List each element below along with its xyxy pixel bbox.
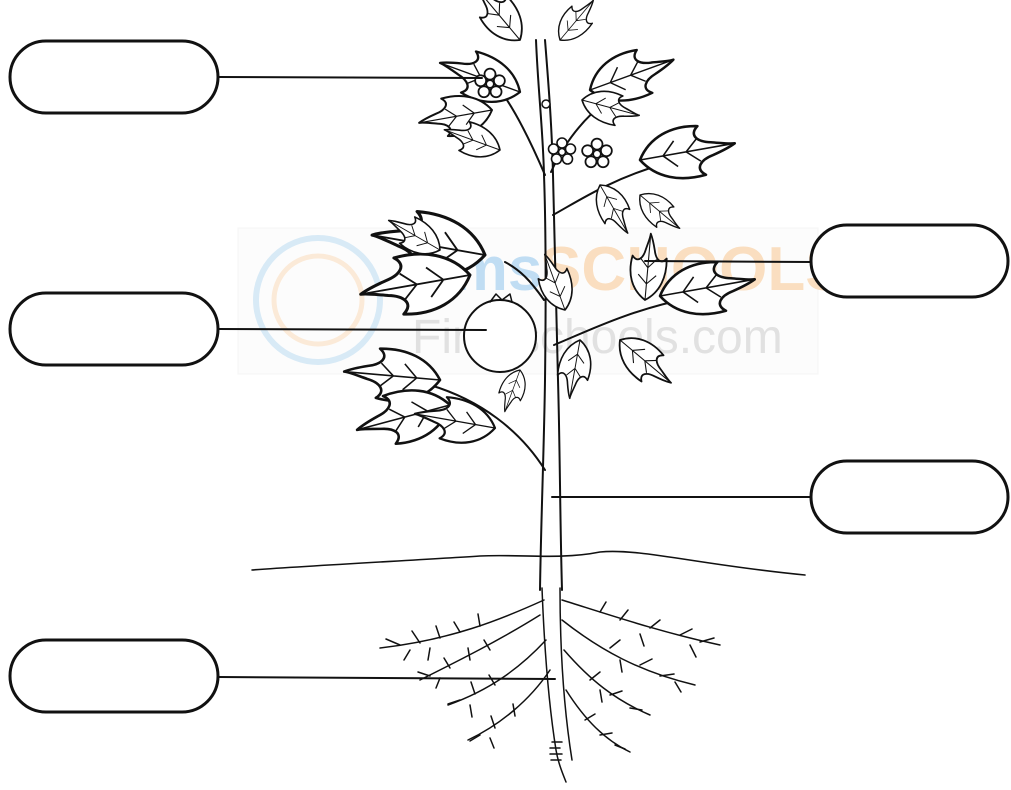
watermark: Ams SCHOOLS Fimsschools.com [238,228,847,374]
label-flower[interactable] [10,41,218,113]
label-leaf[interactable] [811,225,1008,297]
label-stem[interactable] [811,461,1008,533]
roots [380,588,720,782]
ground-line [252,551,805,575]
label-root[interactable] [10,640,218,712]
leaves [342,0,759,454]
label-fruit[interactable] [10,293,218,365]
